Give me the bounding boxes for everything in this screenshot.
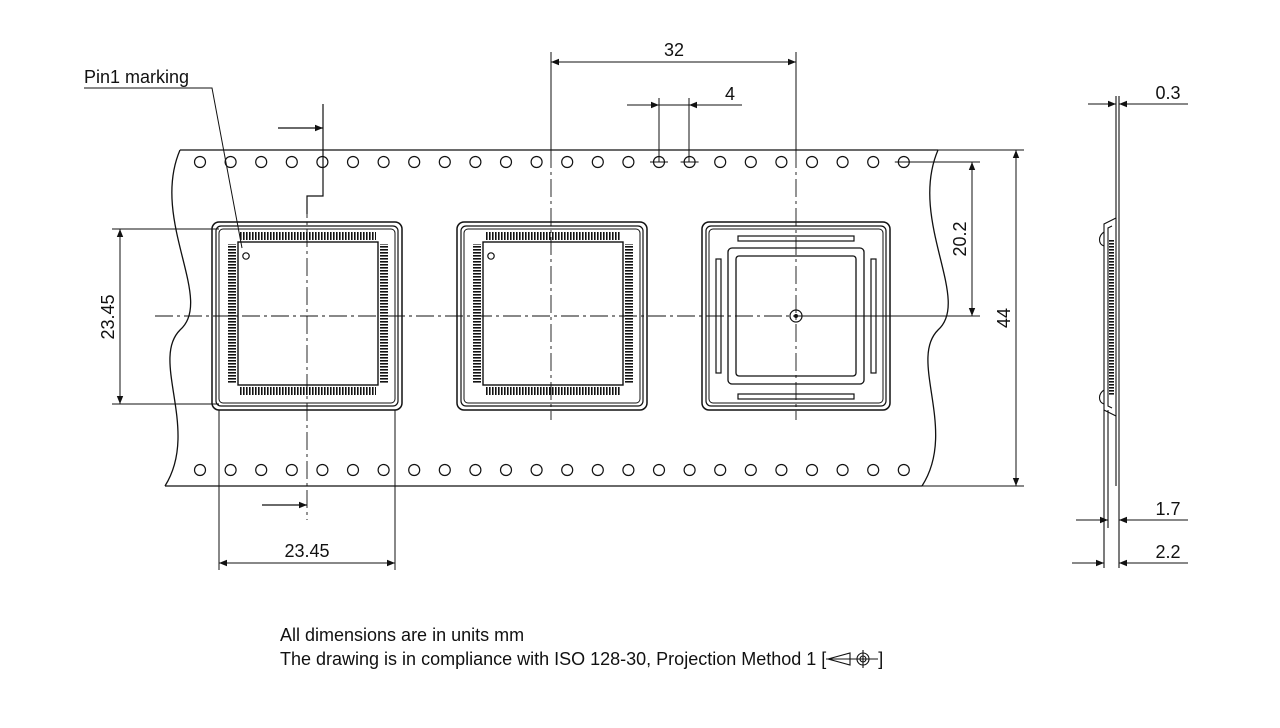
sprocket-holes-top	[193, 155, 913, 169]
sprocket-hole	[377, 463, 390, 477]
sprocket-hole	[683, 463, 696, 477]
sprocket-hole	[775, 463, 788, 477]
sprocket-hole	[744, 463, 757, 477]
sprocket-hole	[316, 463, 329, 477]
sprocket-hole	[224, 155, 237, 169]
pin1-leader	[84, 87, 243, 249]
sprocket-hole	[530, 463, 543, 477]
sprocket-hole	[867, 463, 880, 477]
compliance-text: The drawing is in compliance with ISO 12…	[280, 649, 827, 669]
sprocket-hole	[530, 155, 543, 169]
sprocket-hole	[714, 463, 727, 477]
sprocket-hole	[561, 463, 574, 477]
dim-32-label: 32	[664, 40, 684, 60]
dim-23-45-vertical-label: 23.45	[98, 294, 118, 339]
section-marker	[262, 104, 324, 509]
dim-2-2-label: 2.2	[1155, 542, 1180, 562]
qfp-chip-2	[473, 232, 633, 395]
compliance-close-bracket: ]	[878, 649, 884, 669]
sprocket-hole	[438, 463, 451, 477]
carrier-tape	[164, 149, 949, 487]
sprocket-hole	[255, 155, 268, 169]
dim-20-2	[796, 161, 980, 317]
sprocket-hole	[591, 463, 604, 477]
sprocket-hole	[867, 155, 880, 169]
pocket-2	[456, 221, 648, 411]
projection-method-icon	[826, 650, 879, 668]
units-note: All dimensions are in units mm	[280, 625, 525, 645]
dim-4-label: 4	[725, 84, 735, 104]
sprocket-hole	[775, 155, 788, 169]
sprocket-hole	[408, 155, 421, 169]
sprocket-hole	[499, 463, 513, 477]
dim-44	[922, 149, 1024, 487]
sprocket-hole	[897, 463, 910, 477]
sprocket-hole	[469, 155, 482, 169]
dim-1-7-label: 1.7	[1155, 499, 1180, 519]
side-view	[1072, 96, 1188, 568]
sprocket-hole	[346, 155, 360, 169]
sprocket-hole	[193, 155, 207, 169]
dim-4	[627, 98, 742, 162]
sprocket-hole	[744, 155, 757, 169]
compliance-note: The drawing is in compliance with ISO 12…	[280, 648, 883, 670]
sprocket-hole	[285, 463, 298, 477]
sprocket-hole	[622, 155, 635, 169]
dim-32	[550, 52, 797, 150]
sprocket-hole	[836, 463, 849, 477]
sprocket-hole	[408, 463, 421, 477]
dim-44-label: 44	[994, 308, 1014, 328]
dim-0-3-label: 0.3	[1155, 83, 1180, 103]
sprocket-hole	[255, 463, 268, 477]
sprocket-hole	[652, 463, 666, 477]
sprocket-hole	[224, 463, 237, 477]
sprocket-hole	[499, 155, 513, 169]
qfp-chip-1	[228, 232, 388, 395]
sprocket-hole	[591, 155, 604, 169]
pin1-dot	[242, 252, 250, 260]
sprocket-hole	[438, 155, 451, 169]
sprocket-hole	[805, 463, 819, 477]
sprocket-hole	[469, 463, 482, 477]
sprocket-hole	[377, 155, 390, 169]
sprocket-hole	[193, 463, 207, 477]
dim-23-45-horizontal	[218, 410, 396, 570]
sprocket-hole	[714, 155, 727, 169]
pin1-marking-label: Pin1 marking	[84, 67, 189, 87]
dim-23-45-vertical	[112, 228, 219, 405]
dim-20-2-label: 20.2	[950, 221, 970, 256]
sprocket-hole	[805, 155, 819, 169]
sprocket-holes-bottom	[193, 463, 910, 477]
dim-23-45-horizontal-label: 23.45	[284, 541, 329, 561]
sprocket-hole	[622, 463, 635, 477]
sprocket-hole	[346, 463, 360, 477]
sprocket-hole	[836, 155, 849, 169]
sprocket-hole	[561, 155, 574, 169]
sprocket-hole	[285, 155, 298, 169]
